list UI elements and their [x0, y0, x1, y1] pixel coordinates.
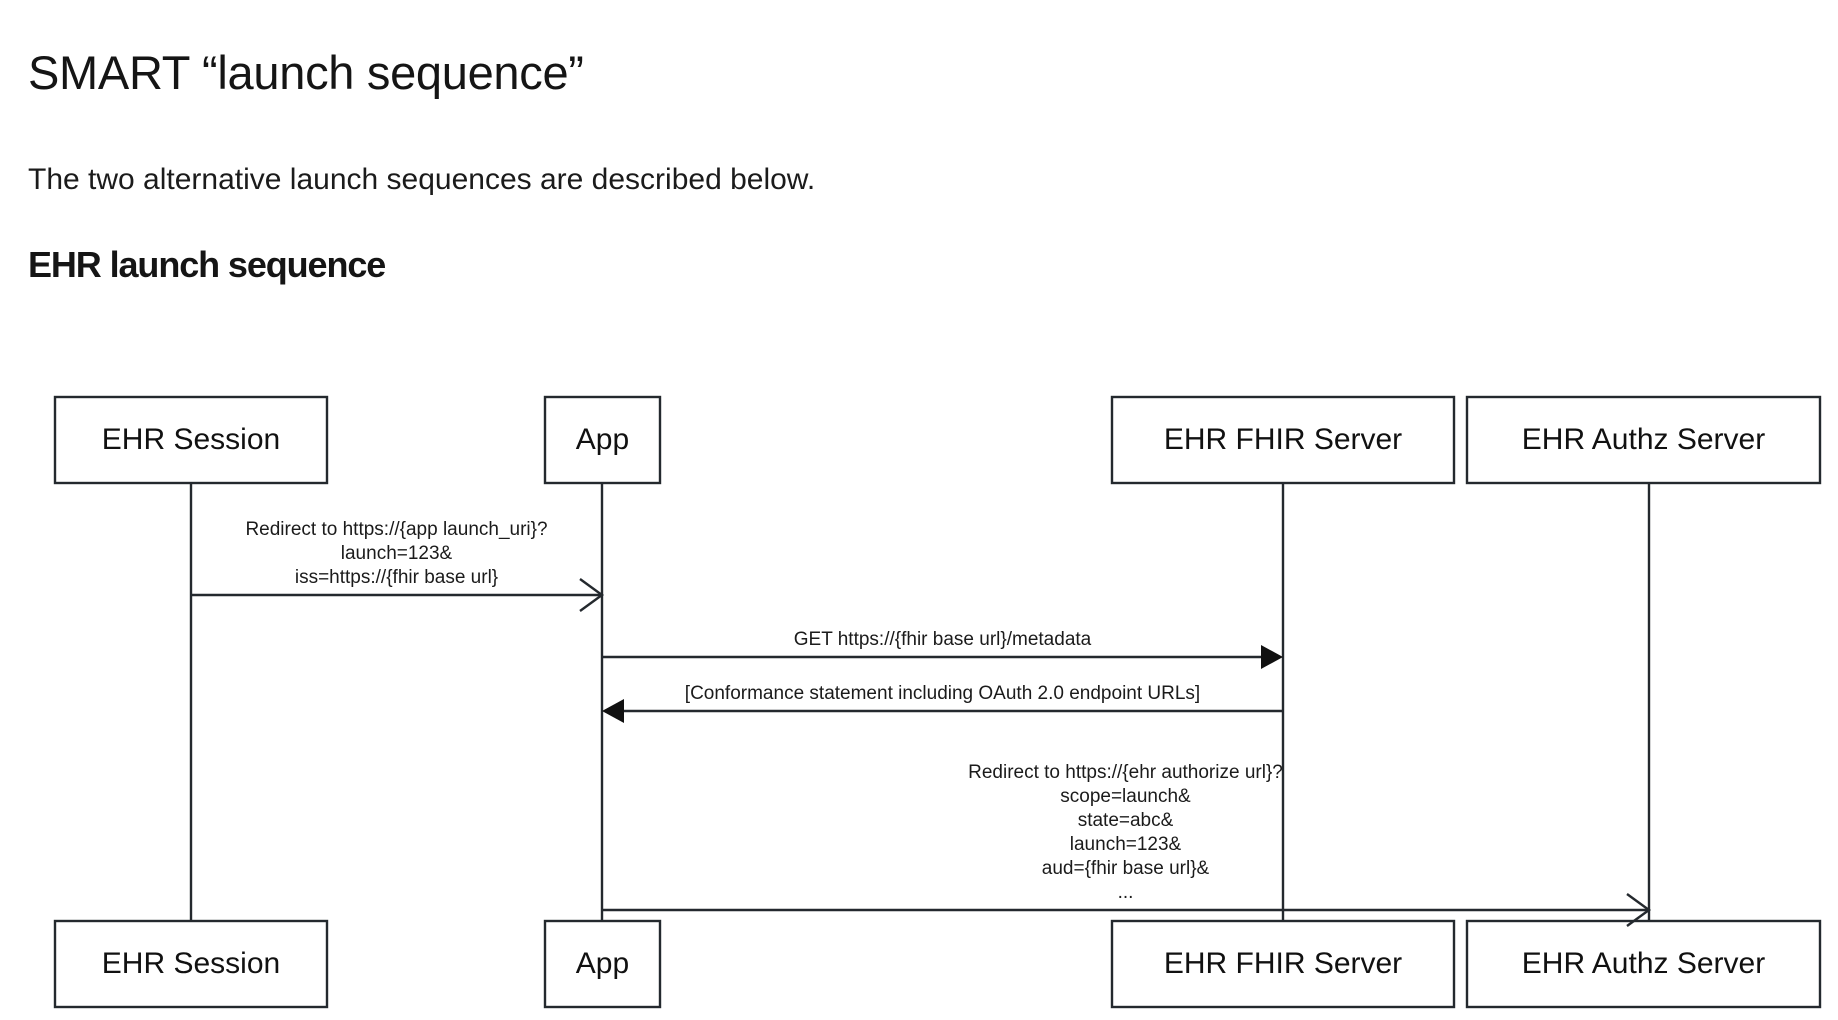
message-arrowhead-solid-msg-get-metadata [1261, 645, 1283, 669]
intro-paragraph: The two alternative launch sequences are… [28, 163, 816, 196]
message-label-msg-redirect-app-launch-line-0: Redirect to https://{app launch_uri}? [245, 519, 547, 540]
message-msg-redirect-app-launch: Redirect to https://{app launch_uri}?lau… [191, 519, 605, 612]
message-arrowhead-open-msg-redirect-ehr-authorize [1626, 893, 1652, 927]
message-label-msg-redirect-ehr-authorize-line-2: state=abc& [1078, 810, 1174, 831]
participant-bottom-ehr-authz-server: EHR Authz Server [1465, 919, 1822, 1009]
participant-label-ehr-fhir-server: EHR FHIR Server [1164, 947, 1402, 980]
participant-label-ehr-session: EHR Session [102, 947, 280, 980]
participant-bottom-ehr-session: EHR Session [53, 919, 329, 1009]
participant-box-ehr-session [53, 395, 329, 485]
message-label-msg-redirect-ehr-authorize-line-1: scope=launch& [1060, 786, 1191, 807]
participant-box-ehr-authz-server [1465, 919, 1822, 1009]
message-label-msg-redirect-app-launch-line-2: iss=https://{fhir base url} [295, 567, 498, 588]
participant-box-ehr-fhir-server [1110, 395, 1456, 485]
message-label-msg-redirect-ehr-authorize-line-3: launch=123& [1070, 834, 1182, 855]
message-label-msg-redirect-app-launch-line-1: launch=123& [341, 543, 453, 564]
message-label-msg-get-metadata-line-0: GET https://{fhir base url}/metadata [794, 629, 1092, 650]
message-arrowhead-solid-msg-conformance-statement [602, 699, 624, 723]
participant-top-ehr-authz-server: EHR Authz Server [1465, 395, 1822, 485]
participant-box-ehr-authz-server [1465, 395, 1822, 485]
message-msg-redirect-ehr-authorize: Redirect to https://{ehr authorize url}?… [602, 762, 1652, 927]
participant-bottom-ehr-fhir-server: EHR FHIR Server [1110, 919, 1456, 1009]
participant-top-ehr-fhir-server: EHR FHIR Server [1110, 395, 1456, 485]
message-arrowhead-open-msg-redirect-app-launch [579, 578, 605, 612]
participant-label-ehr-authz-server: EHR Authz Server [1522, 947, 1765, 980]
participant-label-ehr-authz-server: EHR Authz Server [1522, 423, 1765, 456]
participant-label-app: App [576, 423, 629, 456]
participant-bottom-app: App [543, 919, 662, 1009]
participant-label-app: App [576, 947, 629, 980]
participant-box-ehr-session [53, 919, 329, 1009]
participant-box-app [543, 395, 662, 485]
section-heading-ehr-launch-sequence: EHR launch sequence [28, 243, 386, 285]
message-label-msg-redirect-ehr-authorize-line-5: ... [1118, 882, 1134, 903]
participant-top-app: App [543, 395, 662, 485]
message-msg-get-metadata: GET https://{fhir base url}/metadata [602, 629, 1283, 669]
participant-box-app [543, 919, 662, 1009]
message-label-msg-redirect-ehr-authorize-line-0: Redirect to https://{ehr authorize url}? [968, 762, 1283, 783]
page-title: SMART “launch sequence” [28, 46, 584, 100]
message-label-msg-redirect-ehr-authorize-line-4: aud={fhir base url}& [1042, 858, 1210, 879]
message-msg-conformance-statement: [Conformance statement including OAuth 2… [602, 683, 1283, 723]
participant-label-ehr-session: EHR Session [102, 423, 280, 456]
participant-top-ehr-session: EHR Session [53, 395, 329, 485]
participant-label-ehr-fhir-server: EHR FHIR Server [1164, 423, 1402, 456]
message-label-msg-conformance-statement-line-0: [Conformance statement including OAuth 2… [685, 683, 1200, 704]
participant-box-ehr-fhir-server [1110, 919, 1456, 1009]
